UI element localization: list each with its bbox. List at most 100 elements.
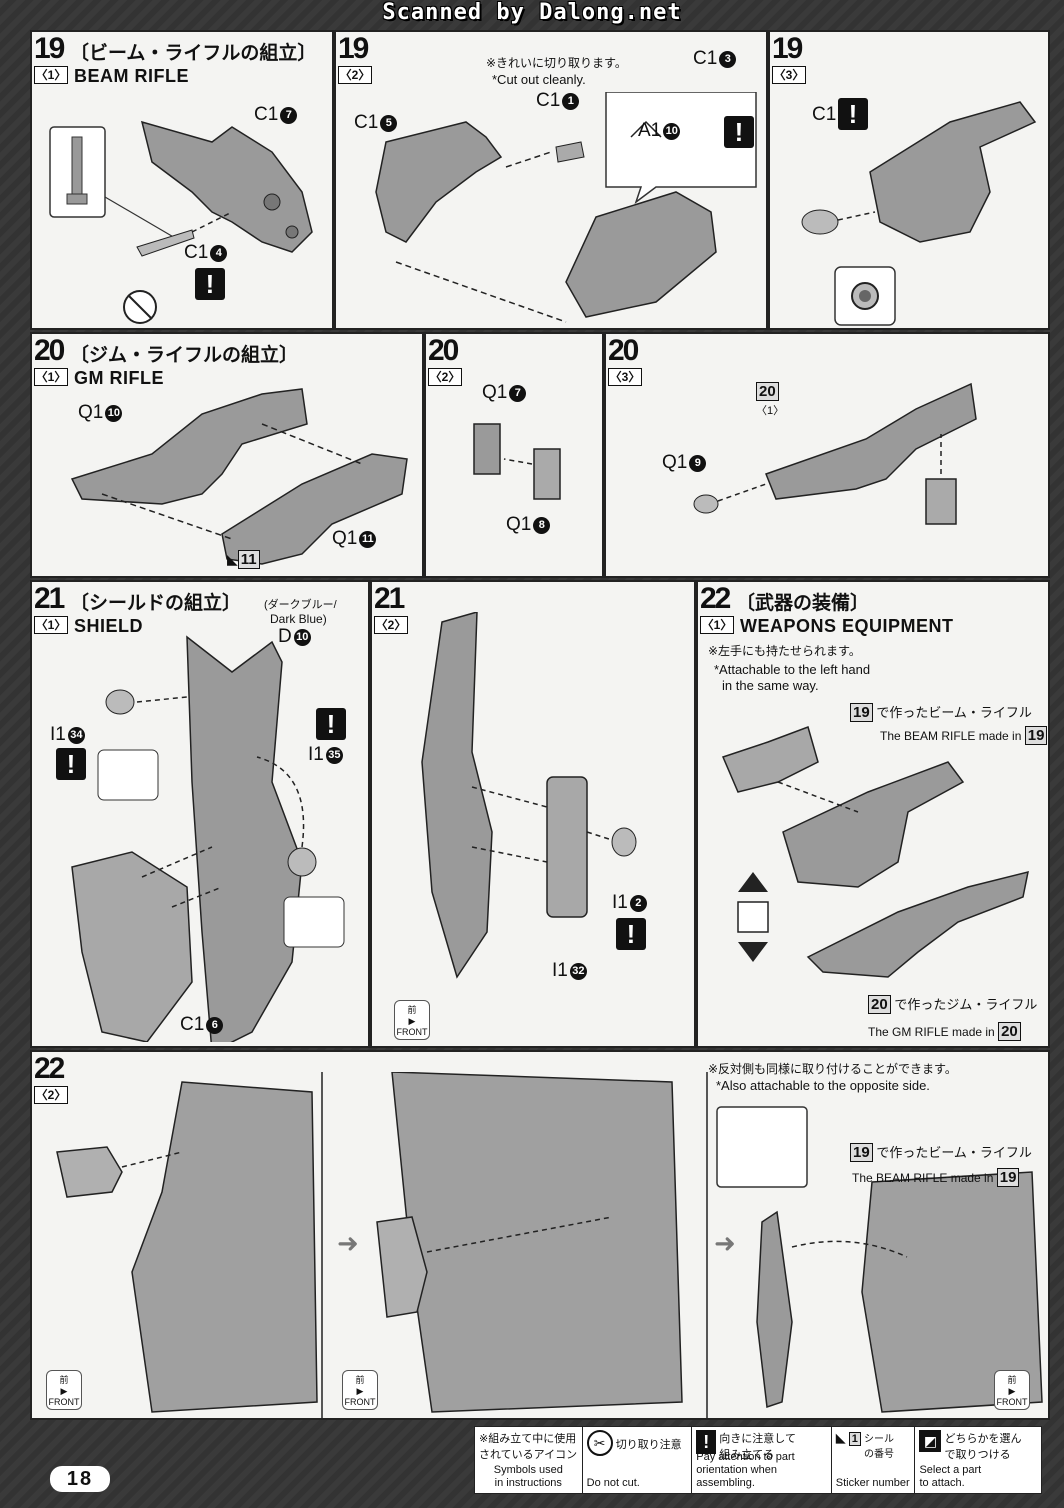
step21-panel-1: 21 〈1〉 〔シールドの組立〕 SHIELD (ダークブルー/ Dark Bl… [30,580,370,1048]
beam-rifle-reference-en: The BEAM RIFLE made in 19 [852,1168,1020,1187]
beam-rifle-reference-en: The BEAM RIFLE made in 19 [880,726,1048,745]
cut-note-jp: ※きれいに切り取ります。 [486,56,627,70]
substep-number: 〈3〉 [772,66,806,84]
gm-rifle-final-drawing [693,382,977,525]
substep-number: 〈3〉 [608,368,642,386]
hand-with-rifles-drawing [721,726,1029,978]
substep-number: 〈1〉 [700,616,734,634]
step-title-jp: 〔ビーム・ライフルの組立〕 [70,43,317,64]
beam-rifle-reference: 19 で作ったビーム・ライフル [850,1142,1032,1162]
substep-number: 〈1〉 [34,66,68,84]
warning-icon: ! [616,918,646,950]
step-title-jp: 〔武器の装備〕 [736,593,870,614]
substep-number: 〈2〉 [374,616,408,634]
gm-rifle-reference-en: The GM RIFLE made in 20 [868,1022,1021,1041]
step-number: 22 [34,1052,65,1085]
warning-icon: ! [316,708,346,740]
legend-cut: ✂ 切り取り注意 Do not cut. [583,1427,693,1493]
svg-text:➜: ➜ [337,1229,359,1259]
left-hand-note-jp: ※左手にも持たせられます。 [708,644,861,658]
sticker-icon: ◣ [835,1430,846,1445]
step-title-jp: 〔ジム・ライフルの組立〕 [70,345,299,366]
warning-icon: ! [724,116,754,148]
substep-number: 〈1〉 [34,368,68,386]
sticker-label: ◣11 [227,550,260,569]
warning-icon: ! [195,268,225,300]
svg-text:➜: ➜ [714,1229,736,1259]
substep-number: 〈2〉 [338,66,372,84]
substep-number: 〈2〉 [34,1086,68,1104]
shield-assembly-drawing [71,635,345,1042]
step19-panel-2: 19 〈2〉 ※きれいに切り取ります。 *Cut out cleanly. C1… [334,30,768,330]
front-arrow-icon: 前▶FRONT [46,1370,82,1410]
reference-step: 20〈1〉 [756,382,785,417]
step-number: 20 [428,334,459,367]
substep-number: 〈1〉 [34,616,68,634]
shield-grip-drawing [421,612,637,979]
scan-banner: Scanned by Dalong.net [382,0,682,25]
step22-panel-1: 22 〈1〉 〔武器の装備〕 WEAPONS EQUIPMENT ※左手にも持た… [696,580,1050,1048]
cut-note-en: *Cut out cleanly. [492,72,586,87]
step-number: 21 [34,582,65,615]
step-number: 19 [338,32,369,65]
step22-panel-2: 22 〈2〉 ➜ ➜ ※反対側も同様に取り付けることができます。 *Also a… [30,1050,1050,1420]
hip-armor-attach-drawing: ➜ ➜ [56,1072,1043,1418]
step-number: 20 [608,334,639,367]
scissors-cut-icon: ✂ [586,1430,613,1456]
select-part-icon: ◩ [919,1430,942,1452]
beam-rifle-muzzle-drawing [801,101,1037,326]
opposite-side-note-en: *Also attachable to the opposite side. [716,1078,930,1093]
step-title-jp: 〔シールドの組立〕 [70,593,242,614]
front-arrow-icon: 前▶FRONT [994,1370,1030,1410]
gm-rifle-reference: 20 で作ったジム・ライフル [868,994,1037,1014]
warning-icon: ! [56,748,86,780]
opposite-side-note-jp: ※反対側も同様に取り付けることができます。 [708,1062,957,1076]
beam-rifle-reference: 19 で作ったビーム・ライフル [850,702,1032,722]
step-number: 22 [700,582,731,615]
substep-number: 〈2〉 [428,368,462,386]
front-arrow-icon: 前▶FRONT [342,1370,378,1410]
step19-panel-3: 19 〈3〉 C12 ! [768,30,1050,330]
gm-rifle-magazine-drawing [473,423,561,500]
left-hand-note-en-2: in the same way. [722,678,819,693]
warning-icon: ! [696,1430,717,1454]
step-number: 19 [772,32,803,65]
step-title-en: WEAPONS EQUIPMENT [740,616,954,636]
step-title-en: GM RIFLE [74,368,164,388]
legend-sticker: ◣ 1 シールの番号 Sticker number [832,1427,916,1493]
sticker-icon: ◣ [227,551,238,567]
step-title-en: BEAM RIFLE [74,66,189,86]
page-number: 18 [50,1466,110,1492]
part-color-en: Dark Blue) [270,612,327,626]
step-number: 21 [374,582,405,615]
beam-rifle-frame-drawing [49,120,313,324]
warning-icon: ! [838,98,868,130]
front-arrow-icon: 前▶FRONT [394,1000,430,1040]
